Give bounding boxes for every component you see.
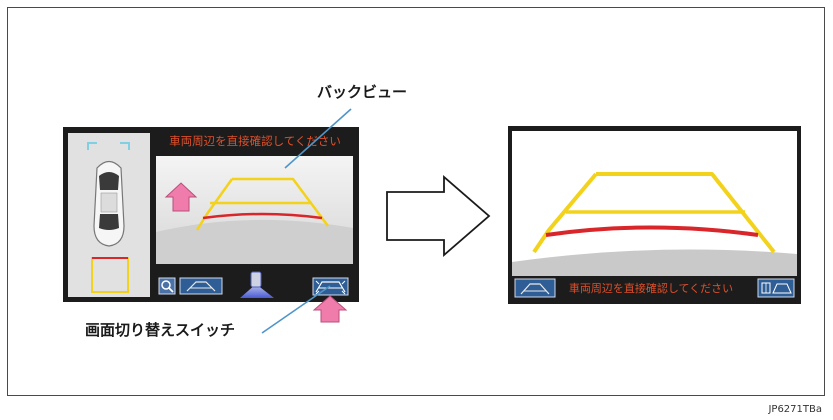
left-warning-text: 車両周辺を直接確認してください [169,134,341,148]
screen-switch-callout: 画面切り替えスイッチ [85,321,235,339]
screen-switch-icon[interactable] [312,277,349,296]
screen-switch-leader-line [261,285,331,334]
car-top-view-icon [93,160,125,247]
screen-switch-icon[interactable] [757,278,795,298]
right-guide-lines [532,172,776,254]
right-screen: 車両周辺を直接確認してください [508,126,801,304]
camera-view-icon[interactable] [179,277,223,295]
left-screen: 車両周辺を直接確認してください [63,127,359,302]
right-arrow-icon [386,175,491,257]
left-guide-lines [195,177,330,231]
cyan-parking-brackets [87,142,130,150]
back-view-bumper [156,219,353,264]
right-warning-text: 車両周辺を直接確認してください [569,281,733,295]
back-view-callout: バックビュー [317,83,407,101]
magnifier-icon[interactable] [158,277,176,295]
back-view-arrow-icon [164,182,198,212]
car-top-view-icon[interactable] [240,271,274,298]
figure-id: JP6271TBa [767,404,822,415]
figure-frame [7,7,825,396]
camera-view-icon[interactable] [514,278,556,298]
back-view-leader-line [284,108,352,169]
switch-press-arrow-icon [312,295,348,323]
right-toolbar [512,276,797,300]
